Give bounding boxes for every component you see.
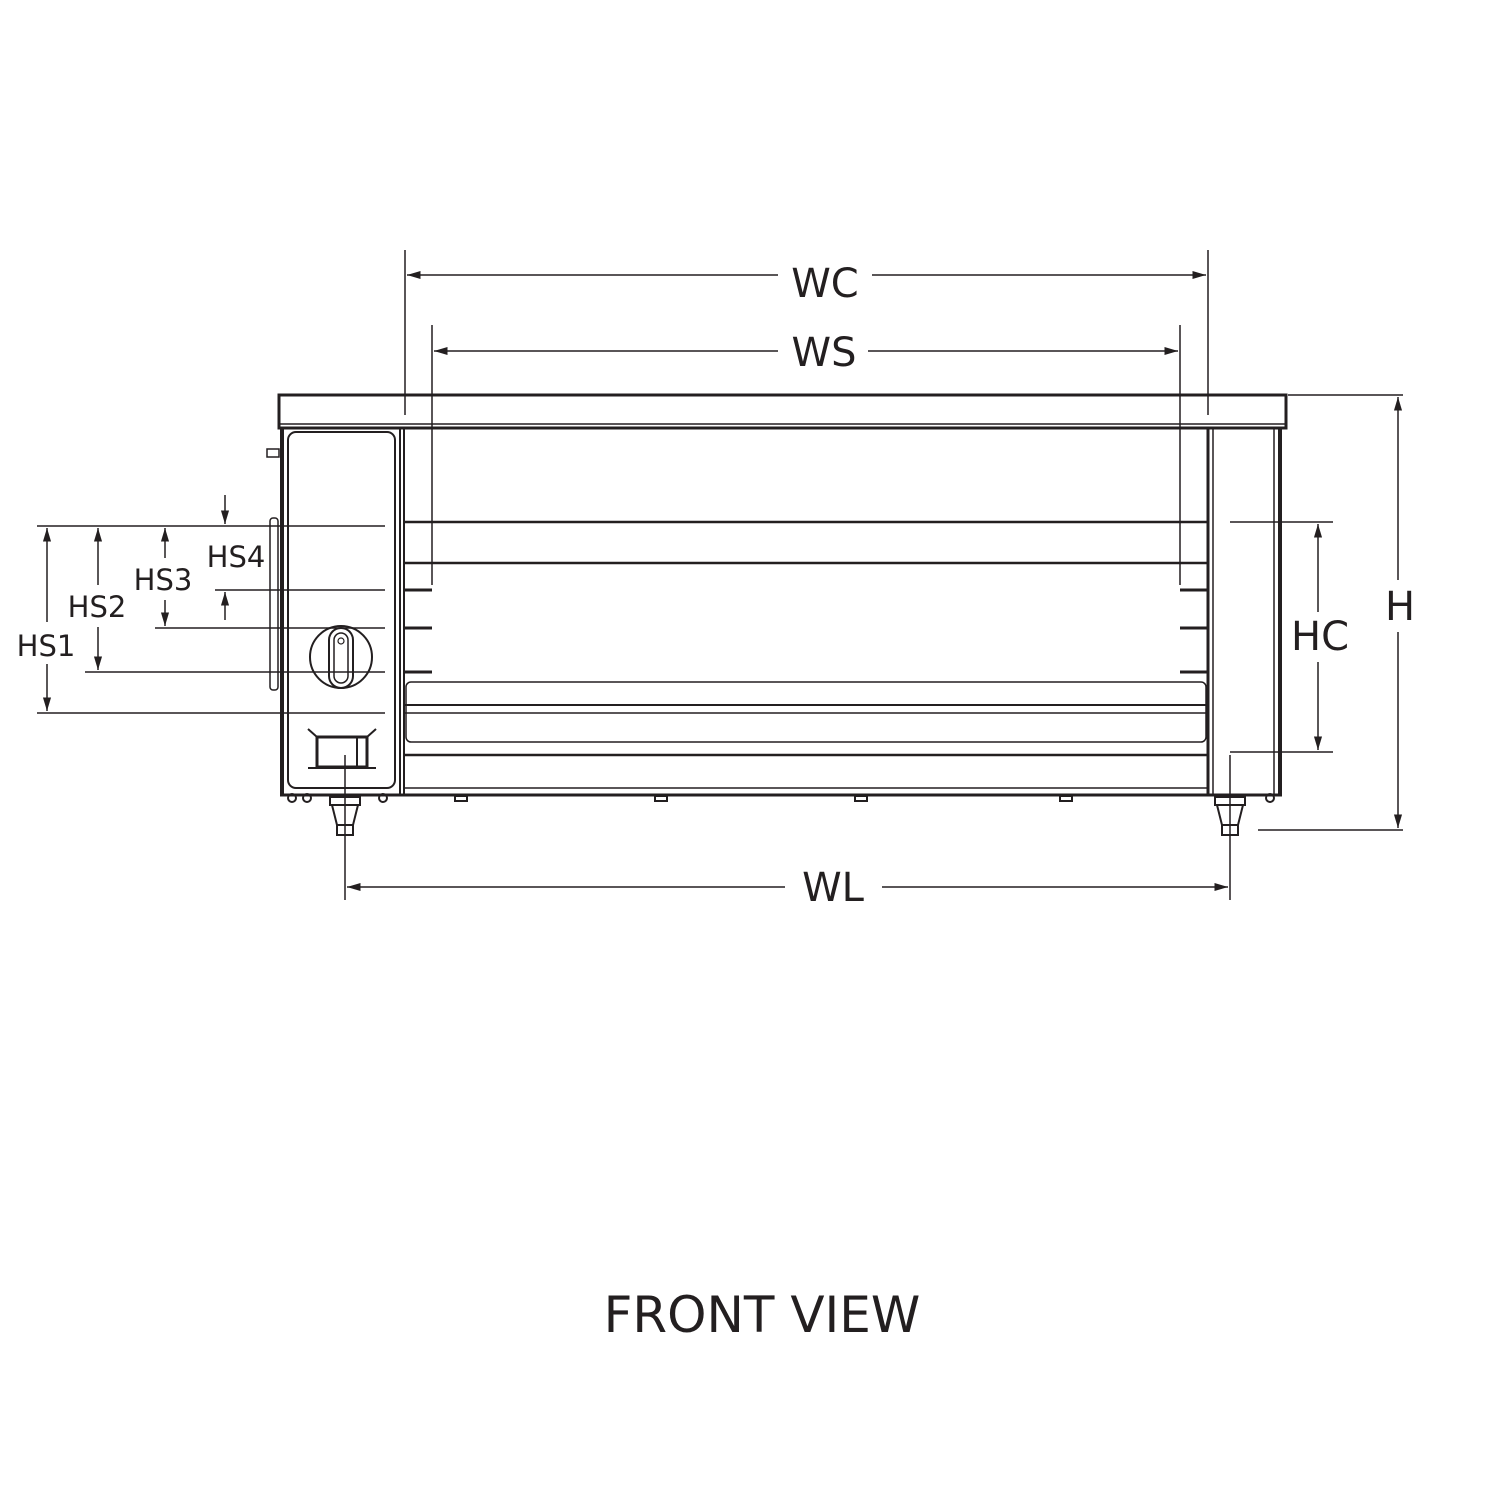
knob-icon xyxy=(309,625,373,689)
dim-label-hs2: HS2 xyxy=(68,590,127,624)
dim-label-wc: WC xyxy=(791,261,858,307)
dimension-lines xyxy=(37,250,1403,900)
appliance-outline xyxy=(266,393,1288,836)
dim-label-hs4: HS4 xyxy=(207,540,266,574)
dim-label-wl: WL xyxy=(802,865,865,911)
dim-label-ws: WS xyxy=(792,330,857,376)
switch-icon xyxy=(307,728,377,769)
dim-label-hc: HC xyxy=(1291,614,1349,660)
dim-label-hs3: HS3 xyxy=(134,563,193,597)
view-title: FRONT VIEW xyxy=(604,1286,921,1344)
dim-label-h: H xyxy=(1385,584,1415,630)
feet xyxy=(287,793,1275,836)
dim-label-hs1: HS1 xyxy=(17,629,76,663)
